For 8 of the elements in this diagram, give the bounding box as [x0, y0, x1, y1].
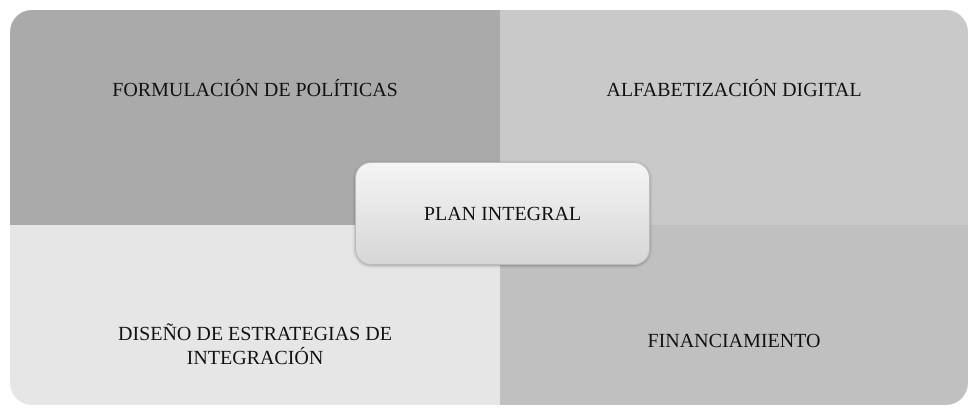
center-box — [355, 162, 650, 265]
quadrant-panel — [10, 225, 500, 405]
node-label: FORMULACIÓN DE POLÍTICAS — [112, 78, 398, 102]
quadrant-panel — [500, 225, 968, 405]
node-label: PLAN INTEGRAL — [424, 202, 582, 226]
node-label: DISEÑO DE ESTRATEGIAS DE INTEGRACIÓN — [117, 322, 393, 370]
node-label: FINANCIAMIENTO — [648, 329, 820, 353]
node-label: ALFABETIZACIÓN DIGITAL — [606, 78, 862, 102]
